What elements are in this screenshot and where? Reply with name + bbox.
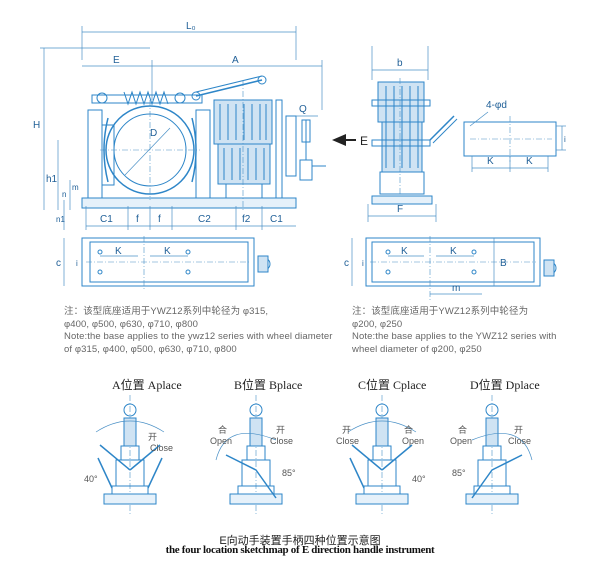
pos-d-close-cn: 开 [514,425,523,435]
pos-a-close-cn: 开 [148,432,157,442]
note-right-cn2: φ200, φ250 [352,318,403,330]
caption-en: the four location sketchmap of E directi… [165,544,435,556]
dim-f-left: f [136,214,139,225]
note-right-en1: Note:the base applies to the YWZ12 serie… [352,331,557,342]
note-left-en1: Note:the base applies to the ywz12 serie… [64,331,333,342]
dim-c-left: c [56,258,61,269]
pos-d-open-cn: 合 [458,424,467,435]
pos-c-open: Close [336,436,359,446]
note-left-cn2: φ400, φ500, φ630, φ710, φ800 [64,318,198,330]
position-sketch-D: 合 Open 开 Close 85° [450,395,533,515]
dim-K-top-right: K [526,156,533,167]
dim-i-top: i [564,135,566,144]
dim-c-right: c [344,258,349,269]
dim-K-top-left: K [487,156,494,167]
dim-B: B [500,258,507,269]
dim-n1: n1 [56,215,65,224]
pos-b-open: Open [210,436,232,446]
side-view: b F [367,46,458,222]
dim-A: A [232,55,239,66]
note-left: 注：该型底座适用于YWZ12系列中轮径为 φ315, φ400, φ500, φ… [64,306,333,356]
pos-b-close: Close [270,436,293,446]
dim-K-right-2: K [450,246,457,257]
pos-b-close-cn: 开 [276,425,285,435]
pos-d-open: Open [450,436,472,446]
pos-d-close: Close [508,436,531,446]
dim-L0: L₀ [186,21,196,32]
thruster-lower [217,143,271,185]
dim-f2: f2 [242,214,251,225]
pos-c-close: Open [402,436,424,446]
dim-f-right: f [158,214,161,225]
dim-b: b [397,58,403,69]
note-right: 注：该型底座适用于YWZ12系列中轮径为 φ200, φ250 Note:the… [352,306,557,356]
note-right-en2: wheel diameter of φ200, φ250 [352,343,482,355]
pos-a-close: Close [150,443,173,453]
dim-n: n [62,190,66,199]
dim-m-bottom: m [452,283,460,294]
hole-pattern: K K 4-φd i [463,100,566,172]
pos-d-title: D位置 Dplace [470,378,540,392]
arrow-label-E: E [360,134,368,148]
pos-b-open-cn: 合 [218,424,227,435]
direction-arrow-E: E [332,134,368,148]
pos-c-close-cn: 合 [404,424,413,435]
dim-E: E [113,55,120,66]
position-sketch-C: 开 Close 合 Open 40° [336,395,426,515]
pos-c-open-cn: 开 [342,425,351,435]
dim-hole: 4-φd [486,100,507,111]
pos-a-angle: 40° [84,474,98,484]
dim-Q: Q [299,104,307,115]
dim-i-left: i [76,259,78,268]
position-sketch-A: 开 Close 40° [84,395,173,515]
pos-c-title: C位置 Cplace [358,378,427,392]
dim-K-left-2: K [164,246,171,257]
note-left-cn: 注：该型底座适用于YWZ12系列中轮径为 φ315, [64,306,269,317]
dim-h1: h1 [46,174,58,185]
dim-F: F [397,204,403,215]
dim-m: m [72,183,79,192]
base-plan-right: K K c i B m [344,236,557,300]
note-right-cn: 注：该型底座适用于YWZ12系列中轮径为 [352,306,529,317]
dim-C1-left: C1 [100,214,113,225]
pos-b-angle: 85° [282,468,296,478]
dim-H: H [33,120,40,131]
pos-c-angle: 40° [412,474,426,484]
dim-i-right: i [362,259,364,268]
dim-C1-right: C1 [270,214,283,225]
note-left-en2: of φ315, φ400, φ500, φ630, φ710, φ800 [64,343,237,355]
dim-K-left-1: K [115,246,122,257]
front-view: L₀ E A H h1 n m n1 C1 f f C2 f2 [33,21,326,230]
dim-K-right-1: K [401,246,408,257]
caption-cn: E向动手装置手柄四种位置示意图 [219,535,381,547]
pos-d-angle: 85° [452,468,466,478]
position-sketch-B: 合 Open 开 Close 85° [210,395,296,515]
pos-a-title: A位置 Aplace [112,378,182,392]
base-plan-left: K K c i [56,236,271,290]
dim-D: D [150,128,157,139]
dim-C2: C2 [198,214,211,225]
pos-b-title: B位置 Bplace [234,378,303,392]
